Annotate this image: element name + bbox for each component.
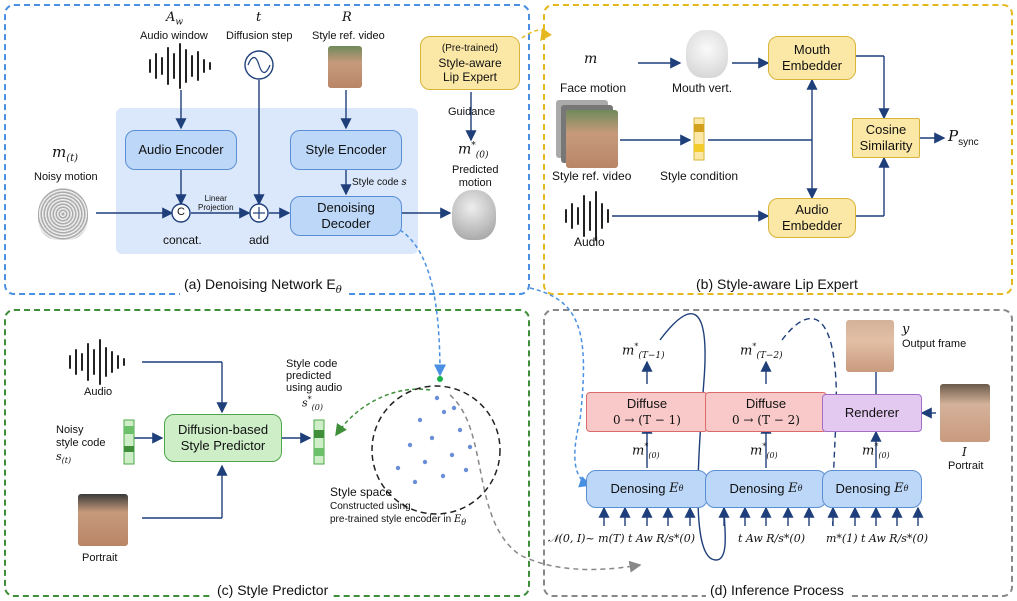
face-motion-symbol: m: [584, 51, 598, 67]
style-ref-video-label: Style ref. video: [552, 169, 632, 183]
inference-inputs-3: m*(1) t Aw R/s*(0): [826, 532, 929, 545]
concat-symbol: C: [177, 206, 185, 218]
style-ref-label: Style ref. video: [312, 30, 385, 42]
audio-label-c: Audio: [84, 386, 113, 398]
inference-inputs-2: t Aw R/s*(0): [738, 532, 805, 545]
portrait-face-image-c: [78, 494, 128, 546]
renderer-block: Renderer: [822, 394, 922, 432]
portrait-symbol-d: I: [962, 445, 967, 459]
diffusion-step-symbol: t: [256, 10, 262, 25]
output-frame-symbol: y: [902, 322, 910, 337]
portrait-label-d: Portrait: [948, 460, 984, 472]
m-t-minus-2-symbol: m*(T−2): [740, 342, 783, 361]
mouth-vertex-image: [686, 30, 728, 78]
output-frame-image: [846, 320, 894, 372]
panel-c-caption: (c) Style Predictor: [213, 582, 333, 598]
noisy-motion-symbol: m(t): [52, 143, 79, 165]
noisy-motion-label: Noisy motion: [34, 171, 98, 183]
portrait-image-d: [940, 384, 990, 442]
audio-label-b: Audio: [574, 235, 605, 249]
m0-symbol-1: m*(0): [632, 442, 660, 460]
style-code-label: Style code s: [352, 177, 407, 188]
diffusion-step-label: Diffusion step: [226, 30, 293, 42]
style-condition-label: Style condition: [660, 169, 739, 183]
m0-symbol-3: m*(0): [862, 442, 890, 460]
style-encoder-block: Style Encoder: [290, 130, 402, 170]
panel-a-caption: (a) Denoising Network Eθ: [180, 276, 346, 296]
predicted-motion-symbol: m*(0): [458, 141, 489, 161]
inference-inputs-1: 𝒩(0, I)~ m(T) t Aw R/s*(0): [548, 532, 696, 545]
noisy-mesh-image: [38, 188, 88, 240]
concat-label: concat.: [163, 233, 202, 247]
panel-b-caption: (b) Style-aware Lip Expert: [692, 276, 862, 292]
style-space-title: Style space: [330, 485, 393, 499]
style-ref-symbol: R: [342, 10, 352, 25]
m-t-minus-1-symbol: m*(T−1): [622, 342, 665, 361]
style-space-desc: Constructed using pre-trained style enco…: [330, 501, 467, 527]
m0-symbol-2: m*(0): [750, 442, 778, 460]
audio-window-symbol: Aw: [166, 10, 184, 28]
mouth-vert-label: Mouth vert.: [672, 81, 733, 95]
guidance-label: Guidance: [448, 106, 496, 118]
portrait-label-c: Portrait: [82, 552, 118, 564]
face-motion-label: Face motion: [560, 81, 627, 95]
predicted-mesh-image: [452, 190, 496, 240]
style-ref-video-image: [566, 110, 618, 168]
output-frame-label: Output frame: [902, 338, 967, 350]
panel-d-caption: (d) Inference Process: [706, 582, 848, 598]
add-label: add: [249, 233, 270, 247]
psync-symbol: Psync: [948, 127, 979, 149]
audio-window-label: Audio window: [140, 30, 208, 42]
audio-encoder-block: Audio Encoder: [125, 130, 237, 170]
panel-b-lip-expert: [543, 4, 1013, 295]
style-ref-face-image: [328, 46, 362, 88]
